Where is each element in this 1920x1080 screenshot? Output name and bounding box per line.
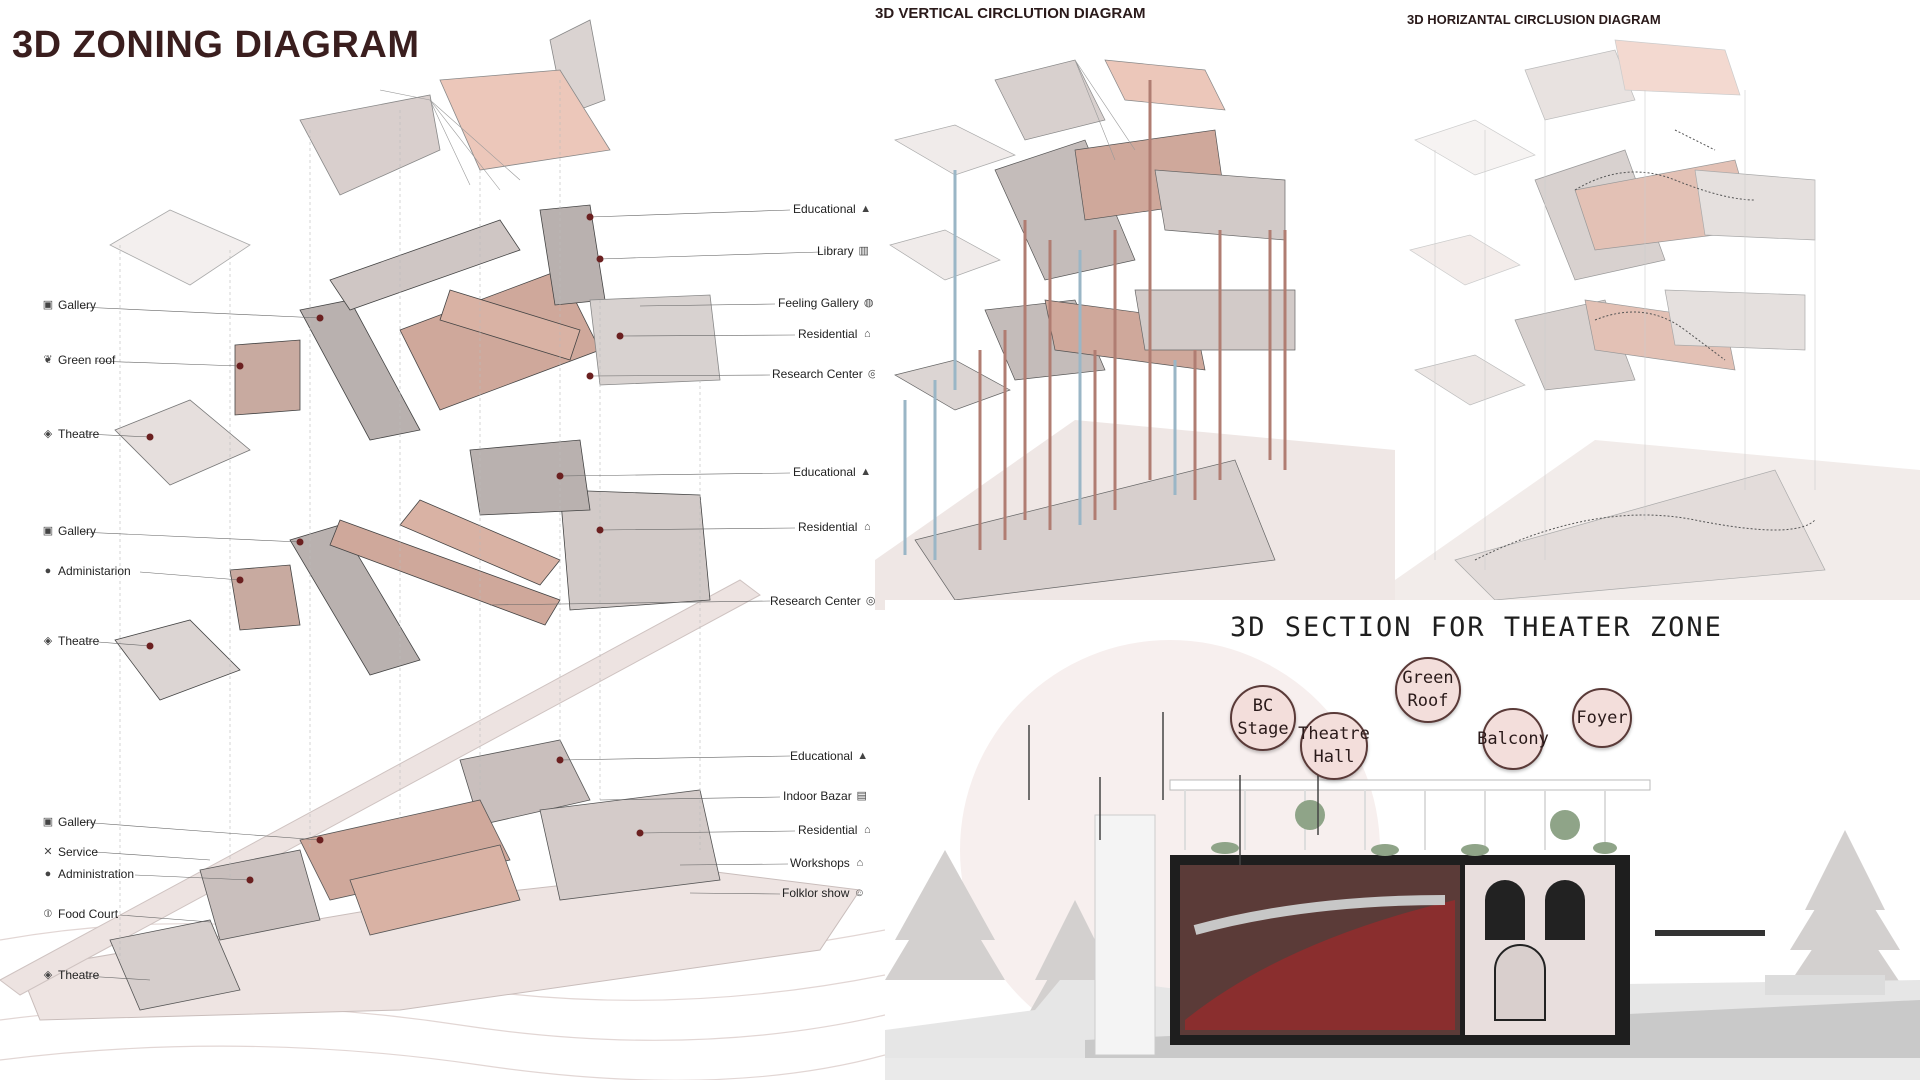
zoning-title: 3D ZONING DIAGRAM xyxy=(12,24,420,66)
vertical-circulation-panel: 3D VERTICAL CIRCLUTION DIAGRAM xyxy=(875,0,1395,610)
label-administarion: ● Administarion xyxy=(42,564,131,578)
label-text: Gallery xyxy=(58,815,97,829)
section-title: 3D SECTION FOR THEATER ZONE xyxy=(1230,612,1723,643)
label-residential-ground: Residential ⌂ xyxy=(798,823,873,837)
graduation-cap-icon: ▲ xyxy=(860,466,872,478)
label-residential-middle: Residential ⌂ xyxy=(798,520,873,534)
label-theatre-middle: ◈ Theatre xyxy=(42,634,100,648)
label-gallery-ground: ▣ Gallery xyxy=(42,815,96,829)
vertical-circulation-title: 3D VERTICAL CIRCLUTION DIAGRAM xyxy=(875,5,1146,22)
label-library: Library ▥ xyxy=(817,244,870,258)
label-food-court: ⦶ Food Court xyxy=(42,907,118,921)
palette-icon: ◍ xyxy=(863,297,874,309)
house-icon: ⌂ xyxy=(864,521,871,533)
label-administration: ● Administration xyxy=(42,867,134,881)
person-icon: ● xyxy=(44,868,52,880)
label-text: Educational xyxy=(793,465,856,479)
theater-section-panel: 3D SECTION FOR THEATER ZONE BC Stage The… xyxy=(885,600,1920,1080)
label-research-center-upper: Research Center ◎ xyxy=(772,367,879,381)
bubble-theatre-hall: Theatre Hall xyxy=(1298,712,1370,780)
theatre-icon: ◈ xyxy=(43,635,53,647)
zoning-diagram-panel: 3D ZONING DIAGRAM ▣ Gallery ❦ Green roof ◈… xyxy=(0,0,885,1080)
label-text: Workshops xyxy=(790,856,850,870)
globe-icon: ◎ xyxy=(865,595,876,607)
house-icon: ⌂ xyxy=(864,824,871,836)
label-text: Gallery xyxy=(58,298,97,312)
label-text: Theatre xyxy=(58,634,100,648)
label-text: Green roof xyxy=(58,353,116,367)
label-text: Educational xyxy=(790,749,853,763)
label-residential-upper: Residential ⌂ xyxy=(798,327,873,341)
fork-knife-icon: ⦶ xyxy=(44,908,52,920)
label-gallery-upper: ▣ Gallery xyxy=(42,298,96,312)
horizontal-circulation-drawing xyxy=(1395,39,1920,610)
label-workshops: Workshops ⌂ xyxy=(790,856,866,870)
label-green-roof: ❦ Green roof xyxy=(42,353,115,367)
section-drawing xyxy=(885,640,1920,1080)
label-text: Educational xyxy=(793,202,856,216)
label-text: Administration xyxy=(58,867,135,881)
leaf-icon: ❦ xyxy=(43,354,53,366)
label-text: Residential xyxy=(798,520,858,534)
label-text: Feeling Gallery xyxy=(778,296,859,310)
hammer-icon: ⌂ xyxy=(856,857,864,869)
label-feeling-gallery: Feeling Gallery ◍ xyxy=(778,296,875,310)
horizontal-circulation-panel: 3D HORIZANTAL CIRCLUSION DIAGRAM xyxy=(1395,0,1920,610)
bubble-bc-stage: BC Stage xyxy=(1230,685,1296,751)
label-text: Indoor Bazar xyxy=(783,789,852,803)
label-text: Residential xyxy=(798,823,858,837)
person-icon: ● xyxy=(44,565,52,577)
house-icon: ⌂ xyxy=(864,328,871,340)
label-text: Theatre xyxy=(58,427,100,441)
label-text: Gallery xyxy=(58,524,97,538)
books-icon: ▥ xyxy=(858,245,869,257)
label-educational-middle: Educational ▲ xyxy=(793,465,872,479)
label-text: Folklor show xyxy=(782,886,850,900)
gallery-icon: ▣ xyxy=(42,299,54,311)
label-research-center-middle: Research Center ◎ xyxy=(770,594,877,608)
label-theatre-upper: ◈ Theatre xyxy=(42,427,100,441)
label-text: Research Center xyxy=(772,367,863,381)
gallery-icon: ▣ xyxy=(42,816,54,828)
label-text: Research Center xyxy=(770,594,861,608)
label-text: Theatre xyxy=(58,968,100,982)
vertical-circulation-drawing xyxy=(875,59,1395,610)
label-text: Library xyxy=(817,244,854,258)
label-theatre-ground: ◈ Theatre xyxy=(42,968,100,982)
theatre-icon: ◈ xyxy=(43,969,53,981)
bubble-green-roof: Green Roof xyxy=(1395,657,1461,723)
label-text: Residential xyxy=(798,327,858,341)
zoning-drawing xyxy=(0,19,885,1080)
theatre-icon: ◈ xyxy=(43,428,53,440)
bubble-balcony: Balcony xyxy=(1477,708,1549,770)
globe-icon: ◎ xyxy=(867,368,878,380)
shop-icon: ▤ xyxy=(856,790,867,802)
label-educational-upper: Educational ▲ xyxy=(793,202,872,216)
label-text: Administarion xyxy=(58,564,131,578)
horizontal-circulation-title: 3D HORIZANTAL CIRCLUSION DIAGRAM xyxy=(1407,12,1661,27)
mask-icon: ☺ xyxy=(853,887,865,899)
label-educational-ground: Educational ▲ xyxy=(790,749,869,763)
graduation-cap-icon: ▲ xyxy=(860,203,872,215)
label-folklor-show: Folklor show☺ xyxy=(782,886,865,900)
label-text: Service xyxy=(58,845,99,859)
label-gallery-middle: ▣ Gallery xyxy=(42,524,96,538)
label-service: ✕ Service xyxy=(42,845,98,859)
label-text: Food Court xyxy=(58,907,119,921)
bubble-foyer: Foyer xyxy=(1572,688,1632,748)
label-indoor-bazar: Indoor Bazar ▤ xyxy=(783,789,868,803)
gallery-icon: ▣ xyxy=(42,525,54,537)
graduation-cap-icon: ▲ xyxy=(857,750,869,762)
tools-icon: ✕ xyxy=(43,846,53,858)
